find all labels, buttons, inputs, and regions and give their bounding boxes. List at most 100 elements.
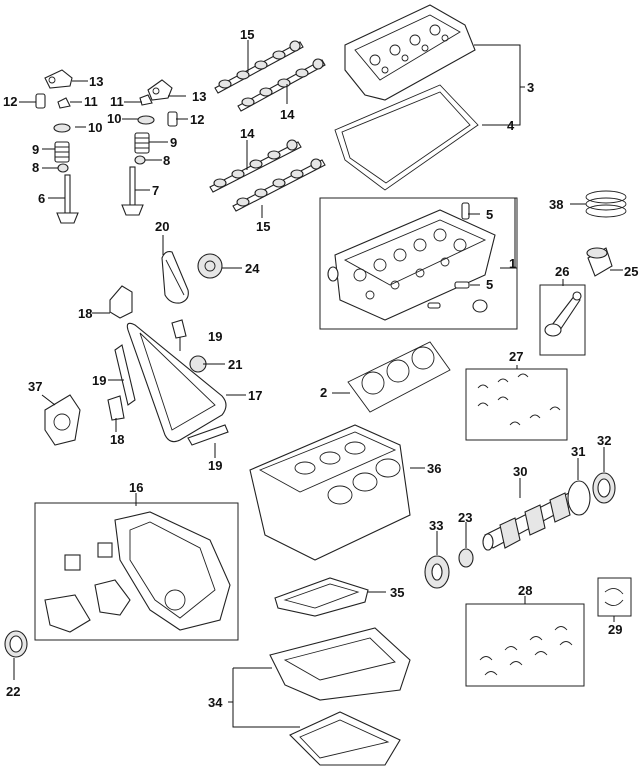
callout-7: 7 — [152, 183, 159, 198]
callout-1: 1 — [509, 256, 516, 271]
valve-seal-right — [134, 155, 146, 165]
valve-keeper-left — [57, 97, 71, 109]
callout-16: 16 — [129, 480, 143, 495]
crankshaft — [482, 489, 583, 551]
callout-19a: 19 — [208, 329, 222, 344]
piston-top — [586, 247, 608, 259]
piston-ring-1 — [585, 190, 627, 204]
callout-2: 2 — [320, 385, 327, 400]
callout-36: 36 — [427, 461, 441, 476]
oil-pan-gasket — [274, 577, 369, 617]
cam-sprocket-hub — [204, 260, 216, 272]
main-bearings — [479, 626, 573, 676]
camshaft-lower-2 — [232, 158, 326, 212]
thrust-washer-box — [597, 577, 632, 617]
callout-5b: 5 — [486, 277, 493, 292]
callout-30: 30 — [513, 464, 527, 479]
callout-10b: 10 — [107, 111, 121, 126]
cylinder-head-gasket — [347, 341, 451, 413]
valve-spring-coils-left — [55, 146, 69, 158]
valve-cover-gasket-inner — [341, 91, 471, 184]
cylinder-head-box — [319, 197, 518, 330]
timing-chain-main — [126, 322, 227, 443]
callout-19c: 19 — [208, 458, 222, 473]
callout-12a: 12 — [3, 94, 17, 109]
valve-right — [121, 166, 144, 216]
rocker-arm-right — [147, 79, 173, 101]
oil-pan-gasket-inner — [283, 583, 360, 609]
chain-tensioner-upper — [109, 285, 133, 319]
callout-17: 17 — [248, 388, 262, 403]
thrust-washer-upper — [604, 588, 624, 595]
connecting-rod-small-end — [572, 291, 582, 301]
callout-32: 32 — [597, 433, 611, 448]
callout-28: 28 — [518, 583, 532, 598]
valve-retainer-left — [53, 123, 71, 133]
callout-34: 34 — [208, 695, 223, 710]
crank-seal-rear-inner — [597, 478, 611, 498]
head-stud-upper — [461, 202, 470, 220]
valve-seal-left — [57, 163, 69, 173]
callout-35: 35 — [390, 585, 404, 600]
callout-21: 21 — [228, 357, 242, 372]
callout-20: 20 — [155, 219, 169, 234]
lower-oil-pan — [289, 711, 401, 766]
chain-tensioner-lower — [107, 395, 125, 421]
callout-12b: 12 — [190, 112, 204, 127]
cylinder-head — [327, 209, 496, 321]
callout-13b: 13 — [192, 89, 206, 104]
rod-bearing-box — [465, 368, 568, 441]
main-bearing-box — [465, 603, 585, 687]
callout-5a: 5 — [486, 207, 493, 222]
rear-seal-retainer — [567, 480, 591, 516]
callout-14b: 14 — [240, 126, 255, 141]
lash-adjuster-left — [35, 93, 46, 109]
callout-18b: 18 — [110, 432, 124, 447]
callout-6: 6 — [38, 191, 45, 206]
head-stud-lower — [454, 281, 470, 289]
callout-13a: 13 — [89, 74, 103, 89]
rocker-arm-left — [44, 69, 73, 89]
callout-24: 24 — [245, 261, 260, 276]
head-plug — [472, 299, 488, 313]
callout-14a: 14 — [280, 107, 295, 122]
valve-cover-gasket — [334, 84, 479, 191]
leader-lines — [13, 40, 623, 728]
camshaft-upper-1 — [214, 40, 304, 94]
callout-19b: 19 — [92, 373, 106, 388]
valve-cover — [344, 4, 476, 101]
callout-22: 22 — [6, 684, 20, 699]
callout-27: 27 — [509, 349, 523, 364]
lash-adjuster-right — [167, 111, 178, 127]
water-pump-37 — [44, 394, 81, 446]
valve-spring-coils-right — [135, 137, 149, 149]
thrust-washer-lower — [604, 599, 624, 606]
callout-4: 4 — [507, 118, 515, 133]
callout-11b: 11 — [110, 94, 124, 109]
rod-bearings — [477, 373, 561, 426]
crank-gear — [458, 548, 474, 568]
callout-38: 38 — [549, 197, 563, 212]
head-dowel — [427, 302, 441, 309]
callout-26: 26 — [555, 264, 569, 279]
callout-33: 33 — [429, 518, 443, 533]
valve-retainer-right — [137, 115, 155, 125]
engine-block — [249, 424, 411, 561]
upper-oil-pan — [269, 627, 411, 701]
callout-10a: 10 — [88, 120, 102, 135]
callout-3: 3 — [527, 80, 534, 95]
timing-chain-upper-inner — [165, 259, 185, 296]
callout-23: 23 — [458, 510, 472, 525]
callout-8a: 8 — [32, 160, 39, 175]
piston-ring-3 — [585, 204, 627, 218]
callout-15a: 15 — [240, 27, 254, 42]
piston-ring-2 — [585, 197, 627, 211]
callout-18a: 18 — [78, 306, 92, 321]
callout-11a: 11 — [84, 94, 98, 109]
callout-15b: 15 — [256, 219, 270, 234]
chain-tensioner-small — [171, 319, 187, 339]
crank-seal-front-inner — [9, 635, 23, 653]
callout-8b: 8 — [163, 153, 170, 168]
valve-keeper-right — [139, 94, 153, 106]
